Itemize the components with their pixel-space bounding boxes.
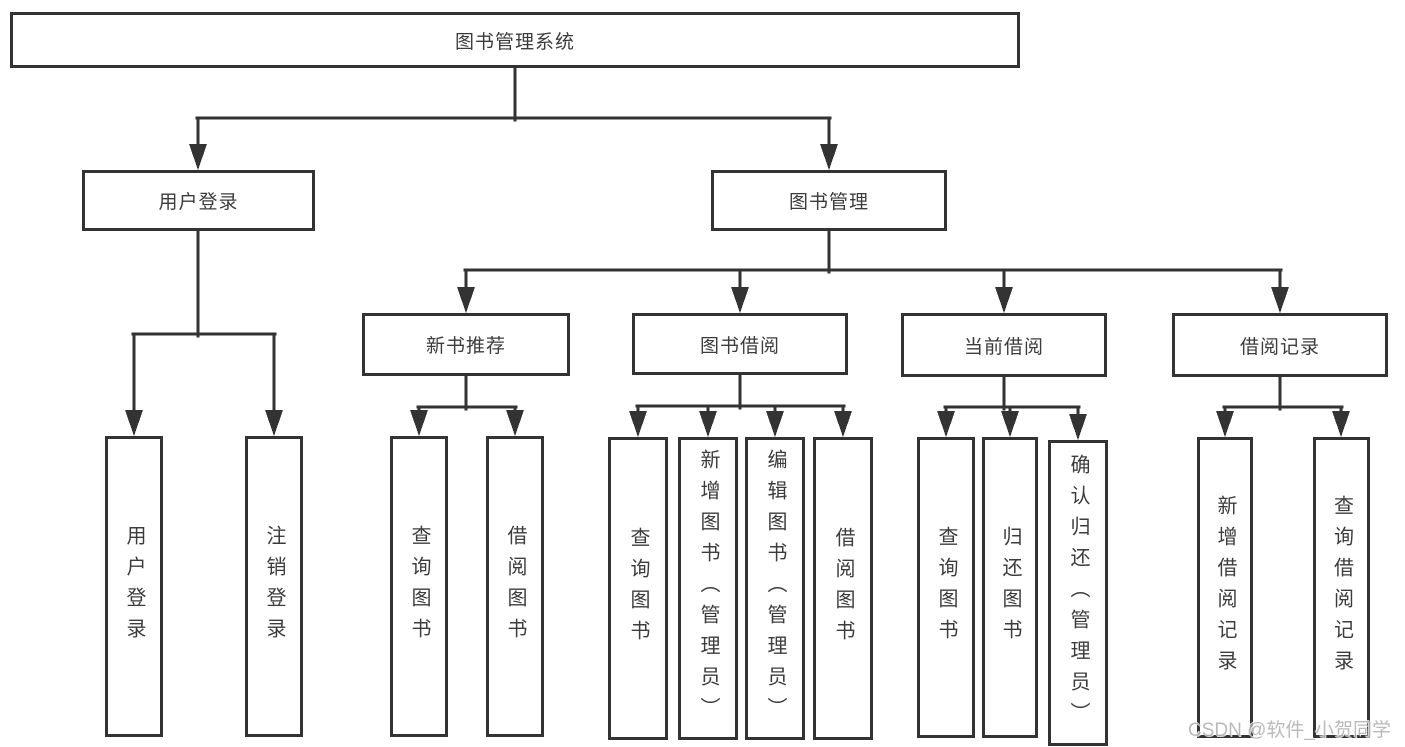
node-borrow-records: 借阅记录: [1172, 313, 1388, 377]
leaf-borrowing-add-books-admin: 新增图书（管理员）: [678, 437, 738, 740]
node-new-book-recommend: 新书推荐: [362, 313, 570, 376]
leaf-newbook-query-books: 查询图书: [390, 436, 448, 737]
csdn-watermark: CSDN @软件_小贺同学: [1188, 720, 1391, 741]
node-user-login: 用户登录: [82, 170, 315, 231]
leaf-borrowing-query-books: 查询图书: [608, 437, 668, 740]
leaf-records-query-record: 查询借阅记录: [1313, 437, 1370, 738]
leaf-current-return-books: 归还图书: [982, 437, 1038, 738]
leaf-current-confirm-return-admin: 确认归还（管理员）: [1048, 440, 1108, 746]
node-current-borrowing: 当前借阅: [901, 313, 1107, 377]
arrowhead-icons: [125, 144, 1350, 440]
leaf-borrowing-edit-books-admin: 编辑图书（管理员）: [745, 437, 805, 740]
leaf-logout: 注销登录: [245, 436, 303, 737]
node-root: 图书管理系统: [10, 12, 1020, 68]
node-book-borrowing: 图书借阅: [632, 313, 848, 375]
leaf-current-query-books: 查询图书: [917, 437, 975, 738]
leaf-user-login: 用户登录: [105, 436, 163, 737]
leaf-borrowing-borrow-books: 借阅图书: [813, 437, 873, 740]
leaf-newbook-borrow-books: 借阅图书: [486, 436, 544, 737]
node-book-management: 图书管理: [711, 170, 947, 231]
leaf-records-add-record: 新增借阅记录: [1197, 437, 1253, 738]
